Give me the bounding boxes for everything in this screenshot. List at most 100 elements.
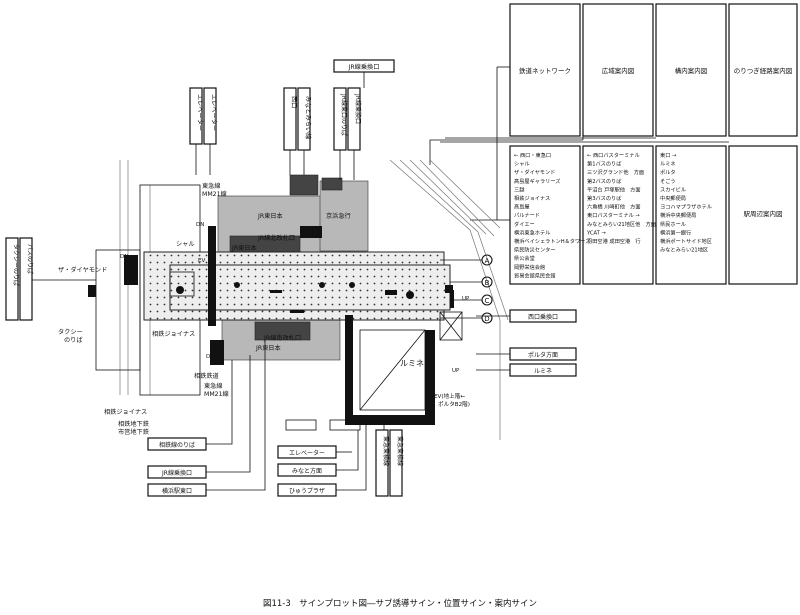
- top-panel-label-4: のりつぎ経路案内図: [734, 66, 793, 75]
- top-panel-label-1: 鉄道ネットワーク: [519, 66, 571, 75]
- h-right-1: 西口乗換口: [528, 313, 558, 321]
- panel1-line-12: 県公会堂: [514, 254, 535, 262]
- label-up-2: UP: [462, 296, 470, 302]
- panel3-line-1: ルミネ: [660, 161, 676, 168]
- panel1-line-10: 横浜ベイシェラトンH＆タワーズ: [514, 237, 590, 245]
- v-taxi-left: タクシーのりば: [12, 244, 20, 286]
- label-ev: EV(地上階←ポルタB2階): [434, 392, 470, 408]
- panel2-line-8: みなとみらい21地区他 方面: [587, 220, 656, 228]
- sign-taxi-left: [5, 237, 19, 321]
- panel-west-exit: [509, 145, 581, 285]
- map-labels: シャル ザ・ダイヤモンド JR東日本 JR東日本 JR東日本 京浜急行 JR線北…: [58, 182, 470, 436]
- circle-b: B: [485, 279, 490, 287]
- panel1-line-9: 横浜東急ホテル: [514, 228, 550, 236]
- label-jr-east-3: JR東日本: [255, 344, 281, 352]
- circle-c: C: [485, 297, 490, 305]
- panel-transfer-map: [728, 3, 798, 137]
- sign-toyoko-1: [375, 429, 389, 497]
- panel3-line-2: ポルタ: [660, 168, 676, 176]
- v-elevator-2: エレベーター: [210, 94, 218, 131]
- panel-regional-map: [582, 3, 654, 137]
- station-plan: A B C D: [88, 174, 493, 431]
- circle-a: A: [485, 257, 490, 265]
- panel3-line-8: 県民ホール: [660, 221, 686, 228]
- panel1-line-13: 岡野栄信会館: [514, 263, 545, 271]
- v-jr-transfer-2: JR線乗換口: [354, 93, 362, 124]
- panel3-line-0: 東口 →: [660, 151, 677, 159]
- label-dn-1: DN: [120, 254, 128, 260]
- label-jr-south-gate: JR線南改札口: [263, 334, 301, 342]
- label-up-1: UP: [452, 368, 460, 374]
- lumine-building: [359, 329, 426, 411]
- circle-d: D: [484, 315, 489, 323]
- panel2-line-1: 第1バスのりば: [587, 160, 622, 168]
- v-west: 西口: [290, 96, 297, 108]
- vertical-signs: エレベーター エレベーター 西口 みなとみらい線 JR線乗換口 JR線東口のりば…: [5, 59, 404, 497]
- panel3-line-6: ヨコハマプラザホテル: [660, 204, 712, 211]
- panel1-line-14: 貿易会館県民会館: [514, 271, 556, 279]
- panel1-line-8: ダイエー: [514, 220, 535, 228]
- label-diamond: ザ・ダイヤモンド: [58, 266, 107, 274]
- sign-toyoko-2: [389, 429, 403, 497]
- panel-station-map: [655, 3, 727, 137]
- h-bot-5: みなと方面: [292, 467, 322, 475]
- panel3-line-5: 中央郵便局: [660, 194, 686, 202]
- top-panels: 鉄道ネットワーク 広域案内図 構内案内図 のりつぎ経路案内図: [509, 3, 798, 137]
- v-toyoko-1: 東急東横線: [382, 436, 390, 466]
- panel-bus-terminal: [582, 145, 654, 285]
- label-lumine: ルミネ: [400, 359, 424, 368]
- panel-rail-network: [509, 3, 581, 137]
- panel2-line-0: ← 西口バスターミナル: [587, 151, 640, 159]
- top-panel-label-2: 広域案内図: [602, 66, 635, 75]
- h-bot-4: エレベーター: [289, 449, 325, 457]
- label-jr-north-gate: JR線北改札口: [257, 234, 295, 242]
- v-bus-left: バスのりば: [26, 244, 34, 274]
- v-toyoko-2: 東急東横線: [396, 436, 404, 466]
- top-panel-label-3: 構内案内図: [675, 66, 708, 75]
- label-joinus-2: 相鉄ジョイナス: [104, 408, 147, 416]
- panel2-line-3: 第2バスのりば: [587, 177, 622, 185]
- panel1-line-4: 三越: [514, 185, 525, 193]
- panel3-line-3: そごう: [660, 177, 676, 185]
- panel1-line-1: シャル: [514, 162, 530, 168]
- panel-east-exit: [655, 145, 727, 285]
- label-dn-2: DN: [196, 222, 204, 228]
- panel2-line-7: 東口バスターミナル →: [587, 211, 640, 219]
- label-keikyu: 京浜急行: [326, 212, 351, 220]
- label-joinus-1: 相鉄ジョイナス: [152, 330, 195, 338]
- label-city-subway: 相鉄地下鉄市営地下鉄: [118, 420, 149, 436]
- panel3-line-9: 横浜第一銀行: [660, 228, 691, 236]
- figure-caption: 図11-3 サインプロット図―サブ誘導サイン・位置サイン・案内サイン: [263, 598, 537, 609]
- rail-lines: [119, 159, 509, 440]
- label-dn-3: DN: [206, 354, 214, 360]
- panel1-line-11: 県民防災センター: [514, 246, 556, 254]
- label-jr-east-1: JR東日本: [257, 212, 283, 220]
- lower-panels: ← 西口・東急口シャルザ・ダイヤモンド髙島屋ギャラリーズ三越相鉄ジョイナス髙島屋…: [509, 145, 798, 285]
- panel1-line-0: ← 西口・東急口: [514, 151, 551, 159]
- panel1-line-3: 髙島屋ギャラリーズ: [514, 177, 560, 185]
- panel2-line-6: 六角橋 川崎町他 方面: [587, 203, 641, 211]
- label-ev-small: EV: [198, 258, 205, 264]
- connector-lines: [429, 66, 729, 221]
- label-jr-east-2: JR東日本: [231, 244, 257, 252]
- keikyu-block: [319, 180, 369, 252]
- panel-area-map: [728, 145, 798, 285]
- v-elevator-1: エレベーター: [196, 94, 204, 131]
- panel2-line-10: 羽田空港 成田空港 行: [587, 237, 641, 245]
- panel3-line-7: 横浜中央郵便局: [660, 211, 696, 219]
- label-sotetsu-bot: 相鉄鉄道: [194, 372, 219, 380]
- panel2-line-4: 平沼台 戸塚駅他 方面: [587, 185, 641, 193]
- h-bot-1: 相鉄線のりば: [159, 441, 195, 449]
- panel1-line-2: ザ・ダイヤモンド: [514, 168, 555, 176]
- label-shal: シャル: [176, 241, 195, 248]
- panel4-label: 駅周辺案内図: [744, 209, 783, 218]
- sign-bus-left: [19, 237, 33, 321]
- label-taxi: タクシーのりば: [58, 328, 83, 344]
- v-jr-transfer-1: JR線東口のりば: [340, 93, 348, 136]
- panel3-line-4: スカイビル: [660, 185, 686, 193]
- h-right-3: ルミネ: [534, 368, 552, 375]
- h-bot-3: 横浜駅東口: [162, 487, 192, 495]
